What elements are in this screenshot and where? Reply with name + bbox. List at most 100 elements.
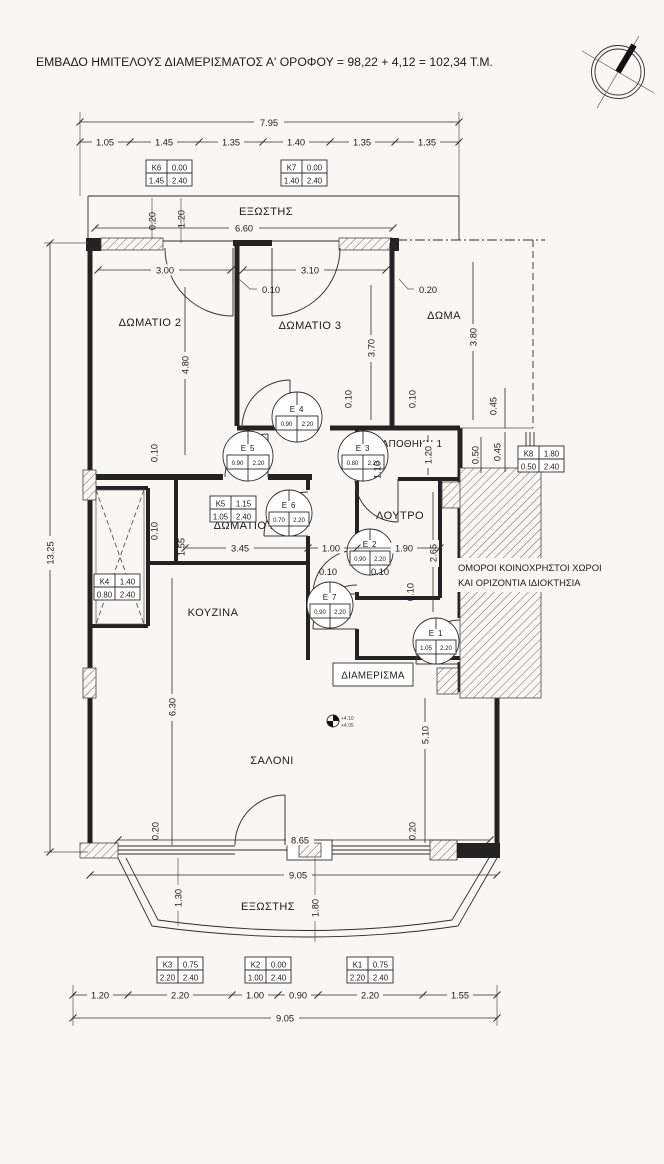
door-tag-e6: Ε 6 0.70 2.20: [265, 489, 313, 537]
window-tag-k2: Κ2 0.00 1.00 2.40: [244, 956, 292, 984]
room-label-living-room: ΣΑΛΟΝΙ: [250, 755, 294, 767]
dim-label: 0.45: [492, 443, 502, 461]
top-dimension-chain: 7.95 1.05 1.45 1.35 1.40 1.35 1.35: [76, 112, 463, 196]
window-tag-k4: Κ4 1.40 0.80 2.40: [93, 573, 141, 601]
dim-label: 13.25: [45, 541, 55, 564]
dim-label: 1.90: [395, 544, 413, 554]
dim-seg: 0.90: [289, 990, 307, 1000]
tag-sill: 1.40: [120, 577, 136, 586]
tag-id: Κ3: [163, 960, 173, 969]
apartment-label-box: ΔΙΑΜΕΡΙΣΜΑ: [332, 662, 414, 687]
tag-width: 1.05: [420, 645, 432, 652]
dim-label: 0.10: [149, 444, 159, 462]
bottom-dimension-chain: 1.20 2.20 1.00 0.90 2.20 1.55 9.05: [69, 985, 501, 1026]
tag-height: 2.20: [368, 460, 380, 467]
tag-width: 1.00: [248, 973, 264, 982]
tag-height: 2.40: [236, 512, 252, 521]
dim-label: 0.20: [150, 822, 160, 840]
dim-label: 6.60: [235, 224, 253, 234]
dim-label: 9.05: [289, 871, 307, 881]
tag-width: 1.40: [284, 176, 300, 185]
dim-seg: 1.45: [155, 137, 173, 147]
top-balcony-outline: [87, 195, 460, 243]
tag-height: 2.20: [334, 609, 346, 616]
dim-seg: 1.35: [353, 137, 371, 147]
tag-height: 2.40: [373, 973, 389, 982]
small-offset-labels: 0.20 1.20 0.10 0.20 0.10 0.10 0.45 0.45 …: [147, 210, 502, 840]
interior-dimension-lines: 6.60 3.00 3.10 4.80 3.70 3.80 13.25 6.30…: [44, 222, 506, 921]
room-label-storage: ΑΠΟΘΗΚΗ 1: [382, 439, 442, 450]
dim-label: 1.10: [372, 461, 382, 479]
tag-sill: 0.00: [172, 163, 188, 172]
level-marker: +4.10 +4.05: [326, 714, 354, 729]
door-tag-e5: Ε 5 0.90 2.20: [222, 430, 274, 482]
dim-label: 0.20: [419, 285, 437, 295]
dim-seg: 1.40: [287, 137, 305, 147]
dim-label: 0.10: [262, 285, 280, 295]
dim-seg: 1.20: [91, 990, 109, 1000]
dim-seg: 1.00: [246, 990, 264, 1000]
dim-label: 3.10: [301, 266, 319, 276]
tag-sill: 1.15: [236, 499, 252, 508]
room-label-kitchen: ΚΟΥΖΙΝΑ: [188, 607, 239, 619]
tag-id: Ε 4: [290, 405, 304, 414]
window-tag-k8: Κ8 1.80 0.50 2.40: [517, 445, 565, 473]
tag-height: 2.20: [440, 645, 452, 652]
tag-height: 2.40: [271, 973, 287, 982]
dim-seg: 1.35: [222, 137, 240, 147]
tag-sill: 0.00: [271, 960, 287, 969]
dim-label: 8.65: [291, 836, 309, 846]
tag-id: Κ2: [251, 960, 261, 969]
dim-label: 4.80: [180, 356, 190, 374]
window-tag-k7: Κ7 0.00 1.40 2.40: [280, 159, 328, 187]
dim-label: 5.10: [420, 726, 430, 744]
dim-seg: 2.20: [171, 990, 189, 1000]
dim-label: 0.20: [147, 212, 157, 230]
tag-height: 2.40: [183, 973, 199, 982]
window-tag-k1: Κ1 0.75 2.20 2.40: [346, 956, 394, 984]
room-label-room2: ΔΩΜΑΤΙΟ 2: [119, 317, 182, 329]
dim-seg: 1.05: [96, 137, 114, 147]
dim-label: 0.20: [407, 822, 417, 840]
room-label-room1: ΔΩΜΑΤΙΟ 1: [214, 520, 277, 532]
north-compass-icon: [581, 35, 655, 109]
dim-seg: 2.20: [361, 990, 379, 1000]
window-tag-k3: Κ3 0.75 2.20 2.40: [156, 956, 204, 984]
tag-width: 0.80: [97, 590, 113, 599]
tag-height: 2.20: [302, 421, 314, 428]
door-tag-e3: Ε 3 0.80 2.20: [337, 430, 389, 482]
dim-label: 6.30: [167, 698, 177, 716]
tag-id: Κ6: [152, 163, 162, 172]
dim-bottom-total: 9.05: [276, 1014, 294, 1024]
dim-label: 1.20: [176, 210, 186, 228]
dim-label: 1.20: [423, 446, 433, 464]
tag-height: 2.40: [172, 176, 188, 185]
tag-sill: 0.00: [307, 163, 323, 172]
dim-label: 3.00: [156, 266, 174, 276]
dim-label: 0.10: [371, 567, 389, 577]
tag-width: 2.20: [160, 973, 176, 982]
tag-id: Κ5: [216, 499, 226, 508]
tag-width: 1.05: [213, 512, 229, 521]
tag-height: 2.40: [120, 590, 136, 599]
tag-id: Ε 5: [241, 444, 255, 453]
tag-sill: 1.80: [544, 449, 560, 458]
common-area-note-line2: ΚΑΙ ΟΡΙΖΟΝΤΙΑ ΙΔΙΟΚΤΗΣΙΑ: [458, 577, 581, 588]
tag-id: Ε 1: [429, 629, 443, 638]
tag-id: Ε 2: [363, 540, 377, 549]
tag-width: 0.70: [273, 517, 285, 524]
dim-seg: 1.35: [418, 137, 436, 147]
tag-width: 0.80: [347, 460, 359, 467]
door-tag-e1: Ε 1 1.05 2.20: [412, 617, 460, 665]
tag-id: Κ1: [353, 960, 363, 969]
tag-height: 2.40: [307, 176, 323, 185]
tag-width: 0.90: [354, 556, 366, 563]
room-label-balcony-bottom: ΕΞΩΣΤΗΣ: [241, 901, 295, 913]
door-tag-e2: Ε 2 0.90 2.20: [346, 528, 394, 576]
tag-id: Κ7: [287, 163, 297, 172]
tag-width: 0.50: [521, 462, 537, 471]
tag-width: 1.45: [149, 176, 165, 185]
tag-id: Κ4: [100, 577, 110, 586]
dim-top-total: 7.95: [260, 118, 278, 128]
